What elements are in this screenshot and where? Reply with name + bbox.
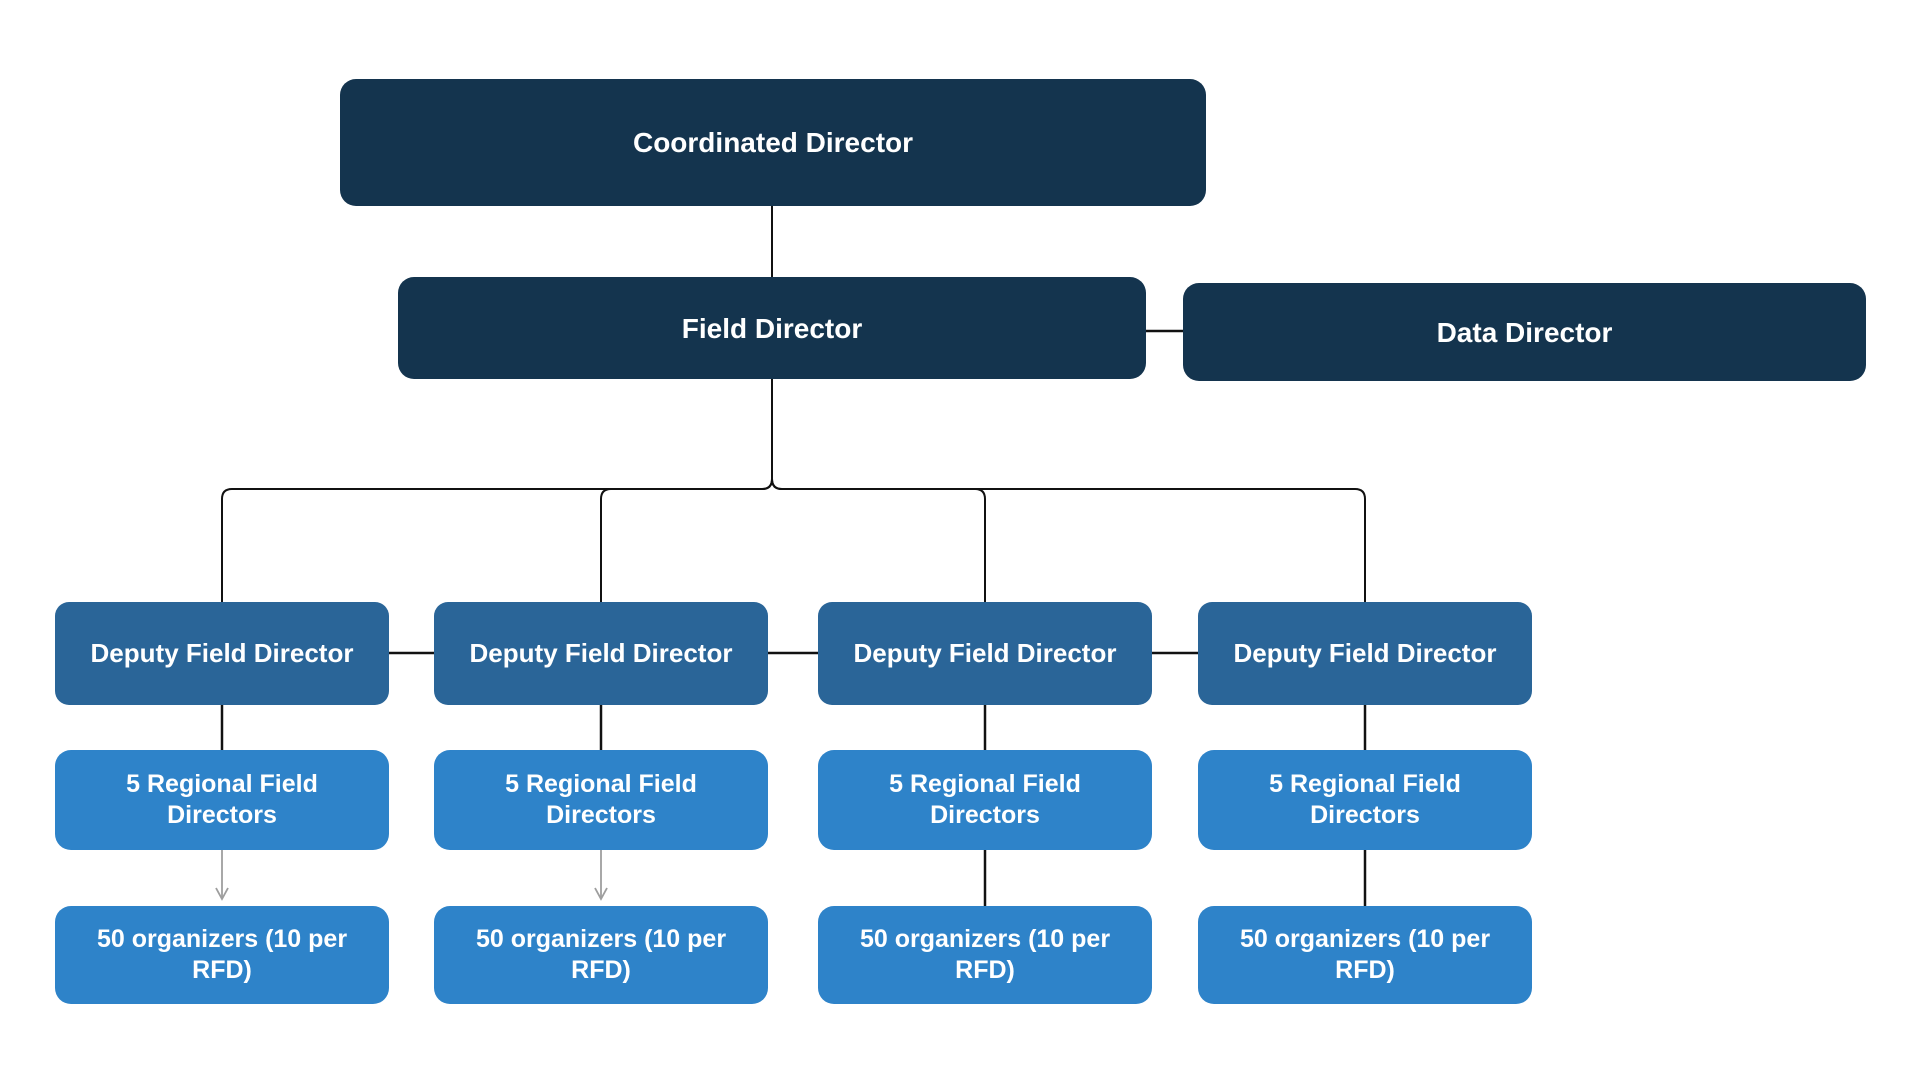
node-regional-field-directors-3: 5 Regional Field Directors: [818, 750, 1152, 850]
node-data-director-label: Data Director: [1436, 316, 1613, 348]
node-organizers-2: 50 organizers (10 per RFD): [434, 906, 768, 1004]
node-organizers-3-label: 50 organizers (10 per RFD): [859, 924, 1111, 984]
node-deputy-4-label: Deputy Field Director: [1233, 638, 1497, 669]
node-regional-field-directors-2: 5 Regional Field Directors: [434, 750, 768, 850]
node-regional-4-label: 5 Regional Field Directors: [1269, 769, 1461, 829]
node-organizers-4-label: 50 organizers (10 per RFD): [1239, 924, 1491, 984]
node-deputy-3-label: Deputy Field Director: [853, 638, 1117, 669]
node-regional-field-directors-4: 5 Regional Field Directors: [1198, 750, 1532, 850]
node-deputy-field-director-4: Deputy Field Director: [1198, 602, 1532, 705]
node-data-director: Data Director: [1183, 283, 1866, 381]
arrow-regional-organizers-1: [215, 850, 229, 901]
node-field-director-label: Field Director: [681, 312, 863, 344]
node-regional-1-label: 5 Regional Field Directors: [126, 769, 318, 829]
node-field-director: Field Director: [398, 277, 1146, 379]
arrow-regional-organizers-2: [594, 850, 608, 901]
node-deputy-1-label: Deputy Field Director: [90, 638, 354, 669]
node-deputy-field-director-2: Deputy Field Director: [434, 602, 768, 705]
connector-branch-4: [771, 379, 1366, 602]
node-organizers-4: 50 organizers (10 per RFD): [1198, 906, 1532, 1004]
node-coordinated-director: Coordinated Director: [340, 79, 1206, 206]
connector-branch-1: [221, 379, 773, 602]
node-organizers-2-label: 50 organizers (10 per RFD): [475, 924, 727, 984]
node-deputy-field-director-3: Deputy Field Director: [818, 602, 1152, 705]
node-organizers-1: 50 organizers (10 per RFD): [55, 906, 389, 1004]
node-regional-3-label: 5 Regional Field Directors: [889, 769, 1081, 829]
node-deputy-2-label: Deputy Field Director: [469, 638, 733, 669]
node-organizers-3: 50 organizers (10 per RFD): [818, 906, 1152, 1004]
connector-branch-2: [600, 379, 773, 602]
node-coordinated-director-label: Coordinated Director: [632, 127, 914, 158]
connector-branch-3: [771, 379, 986, 602]
node-organizers-1-label: 50 organizers (10 per RFD): [96, 924, 348, 984]
node-regional-field-directors-1: 5 Regional Field Directors: [55, 750, 389, 850]
node-deputy-field-director-1: Deputy Field Director: [55, 602, 389, 705]
node-regional-2-label: 5 Regional Field Directors: [505, 769, 697, 829]
